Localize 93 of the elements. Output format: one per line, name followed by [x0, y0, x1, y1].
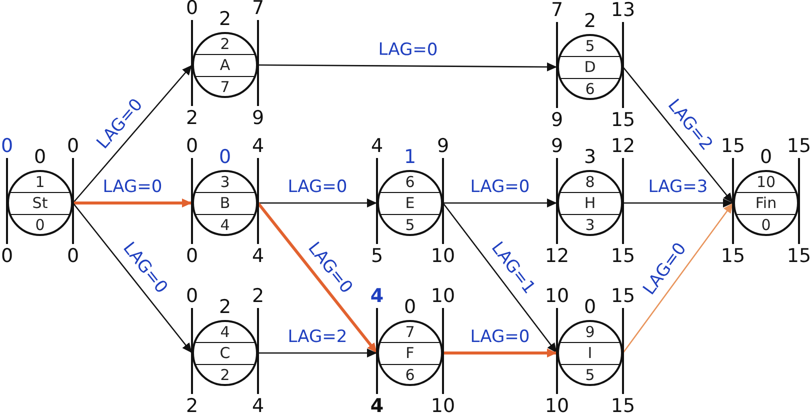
node-text: 9 — [584, 322, 596, 342]
time-value: 15 — [610, 110, 636, 130]
node-text: 7 — [404, 322, 416, 342]
time-value: 15 — [610, 286, 636, 306]
time-value: 7 — [550, 0, 564, 20]
arrow — [622, 66, 734, 204]
node-text: 6 — [404, 364, 416, 384]
time-value: 0 — [0, 136, 14, 156]
arrow — [258, 198, 377, 208]
node-text: Fin — [736, 192, 796, 214]
node-text: 7 — [219, 76, 231, 96]
time-value: 2 — [218, 9, 232, 29]
time-value: 0 — [34, 147, 46, 167]
node-text: C — [195, 342, 255, 364]
node-text: A — [195, 54, 255, 76]
time-value: 0 — [66, 136, 80, 156]
arrow — [442, 202, 558, 354]
time-value: 15 — [786, 246, 812, 266]
time-value: 5 — [370, 246, 384, 266]
node-text: 8 — [584, 172, 596, 192]
time-value: 2 — [186, 396, 198, 416]
node-text: 0 — [760, 214, 772, 234]
node-text: 5 — [404, 214, 416, 234]
arrow — [256, 202, 378, 354]
time-value: 12 — [544, 246, 570, 266]
time-value: 2 — [218, 297, 232, 317]
time-value: 10 — [544, 286, 570, 306]
time-value: 1 — [404, 147, 416, 167]
node-text: F — [380, 342, 440, 364]
time-value: 0 — [584, 297, 596, 317]
time-value: 0 — [218, 147, 232, 167]
node-text: E — [380, 192, 440, 214]
node-text: I — [560, 342, 620, 364]
node-text: 4 — [219, 322, 231, 342]
node-text: 5 — [584, 36, 596, 56]
arrow — [73, 198, 192, 208]
time-value: 15 — [720, 246, 746, 266]
time-value: 4 — [252, 396, 264, 416]
node-text: B — [195, 192, 255, 214]
time-value: 15 — [610, 396, 636, 416]
time-value: 0 — [66, 246, 80, 266]
arrow — [622, 202, 734, 354]
time-value: 4 — [370, 286, 384, 306]
time-value: 7 — [252, 0, 264, 18]
time-value: 0 — [404, 297, 416, 317]
time-value: 0 — [186, 286, 198, 306]
time-value: 2 — [252, 286, 264, 306]
time-value: 4 — [252, 136, 264, 156]
node-text: 3 — [584, 214, 596, 234]
arrow — [258, 62, 557, 72]
node-text: 1 — [34, 172, 46, 192]
time-value: 4 — [370, 136, 384, 156]
node-text: 6 — [404, 172, 416, 192]
time-value: 15 — [786, 136, 812, 156]
time-value: 10 — [544, 396, 570, 416]
node-text: 2 — [219, 364, 231, 384]
node-text: 0 — [34, 214, 46, 234]
arrow — [443, 198, 557, 208]
time-value: 2 — [186, 108, 198, 128]
node-text: 3 — [219, 172, 231, 192]
time-value: 0 — [186, 0, 198, 18]
time-value: 10 — [430, 246, 456, 266]
time-value: 0 — [186, 136, 198, 156]
node-text: 10 — [755, 172, 777, 192]
arrow — [623, 198, 733, 208]
time-value: 9 — [252, 108, 264, 128]
time-value: 3 — [584, 147, 596, 167]
time-value: 9 — [550, 110, 564, 130]
time-value: 12 — [610, 136, 636, 156]
node-text: 2 — [219, 34, 231, 54]
arrow — [72, 202, 192, 354]
node-text: H — [560, 192, 620, 214]
arrow — [72, 64, 192, 204]
time-value: 15 — [720, 136, 746, 156]
time-value: 9 — [550, 136, 564, 156]
node-text: D — [560, 56, 620, 78]
time-value: 4 — [252, 246, 264, 266]
arrow — [258, 348, 377, 358]
node-text: St — [10, 192, 70, 214]
time-value: 0 — [186, 246, 198, 266]
time-value: 9 — [436, 136, 450, 156]
time-value: 2 — [584, 11, 596, 31]
arrow — [443, 348, 557, 358]
node-text: 4 — [219, 214, 231, 234]
time-value: 10 — [430, 286, 456, 306]
time-value: 0 — [760, 147, 772, 167]
time-value: 13 — [610, 0, 636, 20]
time-value: 15 — [610, 246, 636, 266]
time-value: 0 — [0, 246, 14, 266]
time-value: 4 — [370, 396, 384, 416]
node-text: 5 — [584, 364, 596, 384]
time-value: 10 — [430, 396, 456, 416]
node-text: 6 — [584, 78, 596, 98]
